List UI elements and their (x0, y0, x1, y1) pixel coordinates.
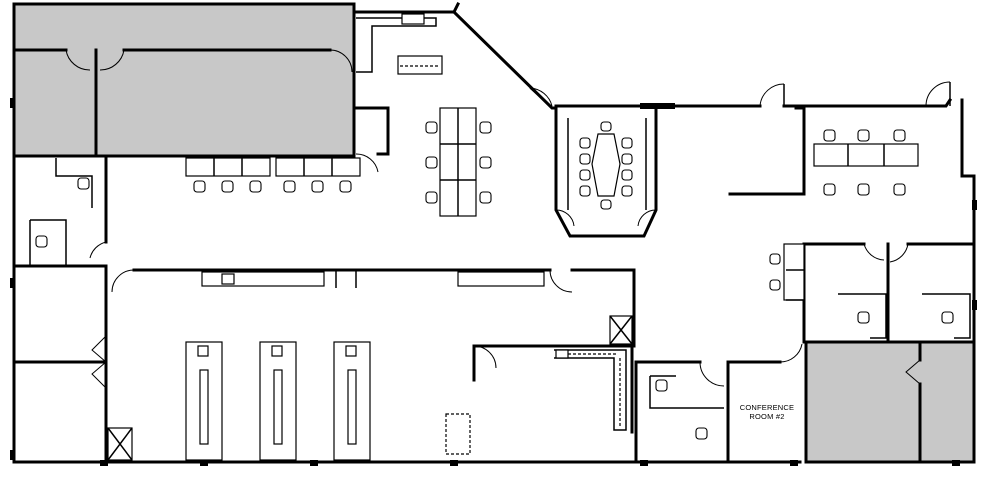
north-east-open-office (728, 106, 919, 196)
exterior-column-marks (10, 98, 977, 466)
workstation-row-left (185, 157, 361, 193)
shaded-suite-walls (804, 340, 922, 464)
west-offices (12, 154, 108, 464)
shaded-area-top-left (12, 2, 356, 158)
top-left-rooms (12, 2, 356, 158)
conference-room-2-line1: CONFERENCE (739, 403, 795, 412)
conference-room-2-line2: ROOM #2 (749, 412, 785, 421)
south-large-room (104, 264, 636, 464)
workstation-cluster-center (425, 107, 492, 217)
east-offices (769, 242, 976, 344)
conference-room-1 (554, 106, 658, 238)
conference-room-2-label: CONFERENCE ROOM #2 (732, 403, 802, 421)
kitchen-counter (356, 13, 443, 75)
lab-room (445, 344, 634, 455)
north-doors (529, 81, 951, 107)
storage-closet (354, 106, 390, 173)
outer-walls (12, 1, 976, 464)
shaded-area-bottom-right (804, 340, 976, 464)
conference-room-2 (726, 343, 803, 464)
office-south-center (634, 360, 725, 464)
